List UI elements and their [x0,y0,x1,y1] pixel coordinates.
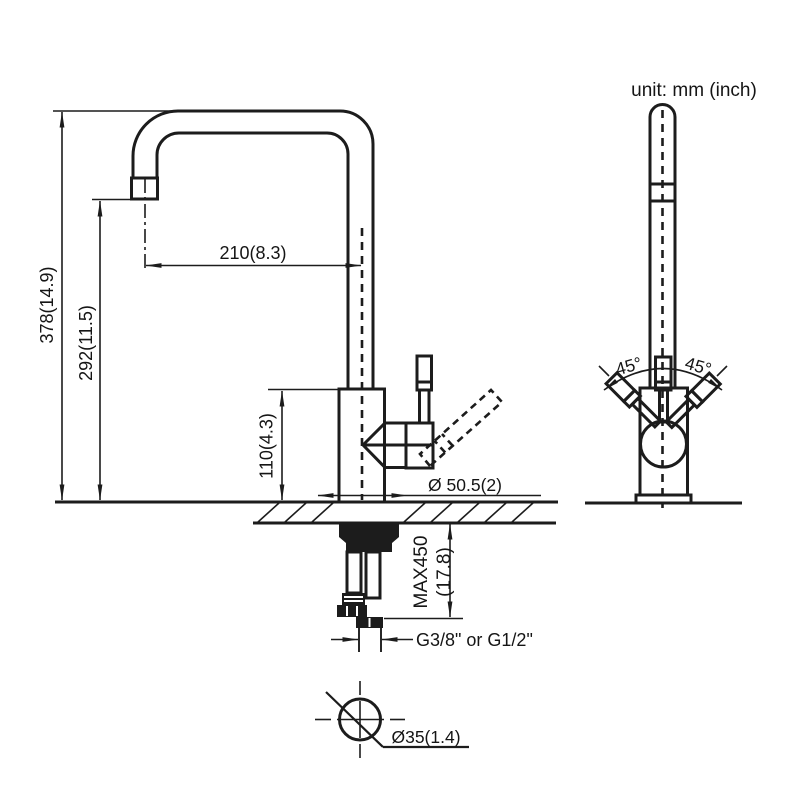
valve-diamond [361,421,433,469]
unit-note: unit: mm (inch) [631,80,757,101]
handle-side-dashed-position [418,388,504,468]
dim-total-height-label: 378(14.9) [37,266,57,343]
dim-base-dia-label: Ø 50.5(2) [428,475,502,495]
swivel-arc [603,367,723,391]
dim-hose-length-inch-label: (17.8) [434,547,455,597]
front-riser [648,103,677,388]
countertop [55,500,558,525]
hole-centerlines [315,681,405,758]
dim-hose-length-label: MAX450 [411,536,432,609]
hose-nuts [337,593,383,628]
faucet-side-view [130,109,504,504]
dim-spout-height-label: 292(11.5) [76,305,96,381]
aerator [130,176,159,201]
hole-leader-line [325,691,384,748]
counter-hatching [257,502,534,523]
threaded-stud-right [364,550,382,600]
dimensions: 378(14.9) 292(11.5) 210(8.3) 110(4.3) Ø … [37,110,714,747]
swivel-ext-left [598,365,610,377]
threaded-stud-left [345,550,363,595]
spout-inner [155,131,350,389]
dim-angle-left-label: 45° [613,353,644,380]
dim-hole-dia-label: Ø35(1.4) [391,727,460,747]
under-counter-assembly [337,523,399,628]
dim-spout-reach-label: 210(8.3) [219,243,286,263]
bottom-view [315,681,469,758]
dim-angle-right-label: 45° [683,353,714,380]
faucet-front-view [585,103,742,508]
dim-body-height-label: 110(4.3) [257,413,277,479]
swivel-ext-right [716,365,728,377]
dim-thread-label: G3/8" or G1/2" [416,630,533,650]
mounting-shank [339,523,399,552]
handle-side [415,354,433,425]
